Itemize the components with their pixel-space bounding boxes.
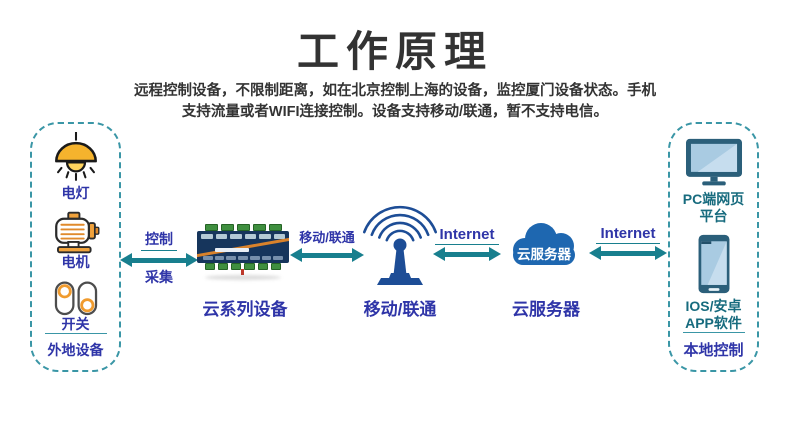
internet-label-1: Internet xyxy=(435,226,499,245)
lamp-icon xyxy=(54,132,97,181)
double-arrow xyxy=(290,248,364,262)
remote-devices-label: 外地设备 xyxy=(47,342,104,358)
cloud-icon-text: 云服务器 xyxy=(517,246,571,262)
switch-label: 开关 xyxy=(61,316,90,333)
link-internet-2: Internet xyxy=(589,225,667,260)
link-mobile-unicom: 移动/联通 xyxy=(290,227,364,262)
cloud-server-label: 云服务器 xyxy=(512,300,580,319)
remote-devices-panel: 电灯 电机 开关 外地设备 xyxy=(30,122,121,372)
antenna-icon xyxy=(363,205,437,285)
smartphone-icon xyxy=(698,235,729,294)
motor-icon xyxy=(54,211,99,254)
link-internet-1: Internet xyxy=(433,226,501,261)
controller-device-icon xyxy=(197,224,289,280)
mobile-unicom-link-label: 移动/联通 xyxy=(299,230,355,245)
page-subtitle: 远程控制设备，不限制距离，如在北京控制上海的设备，监控厦门设备状态。手机 支持流… xyxy=(134,83,656,121)
page-title: 工作原理 xyxy=(296,28,493,75)
double-arrow xyxy=(589,246,667,260)
collect-label: 采集 xyxy=(145,269,173,285)
app-label: IOS/安卓 APP软件 xyxy=(685,298,742,332)
local-control-label: 本地控制 xyxy=(683,342,744,359)
terminal-blocks-top xyxy=(197,224,289,231)
pc-web-label: PC端网页 平台 xyxy=(682,190,745,224)
panel-divider xyxy=(44,333,107,334)
lamp-label: 电灯 xyxy=(61,185,90,202)
local-control-panel: PC端网页 平台 IOS/安卓 APP软件 本地控制 xyxy=(668,122,759,372)
terminal-blocks-bottom xyxy=(197,263,289,270)
cloud-icon: 云服务器 xyxy=(513,223,575,265)
antenna-label: 移动/联通 xyxy=(363,300,437,319)
link-control-collect: 控制 采集 xyxy=(120,229,198,287)
monitor-icon xyxy=(685,138,742,186)
double-arrow xyxy=(120,253,198,267)
panel-divider xyxy=(682,332,745,333)
motor-label: 电机 xyxy=(61,253,90,270)
internet-label-2: Internet xyxy=(596,225,660,244)
circuit-board xyxy=(197,231,289,263)
control-label: 控制 xyxy=(141,229,177,251)
controller-device-label: 云系列设备 xyxy=(202,300,288,319)
switch-icon xyxy=(54,281,97,315)
double-arrow xyxy=(433,247,501,261)
